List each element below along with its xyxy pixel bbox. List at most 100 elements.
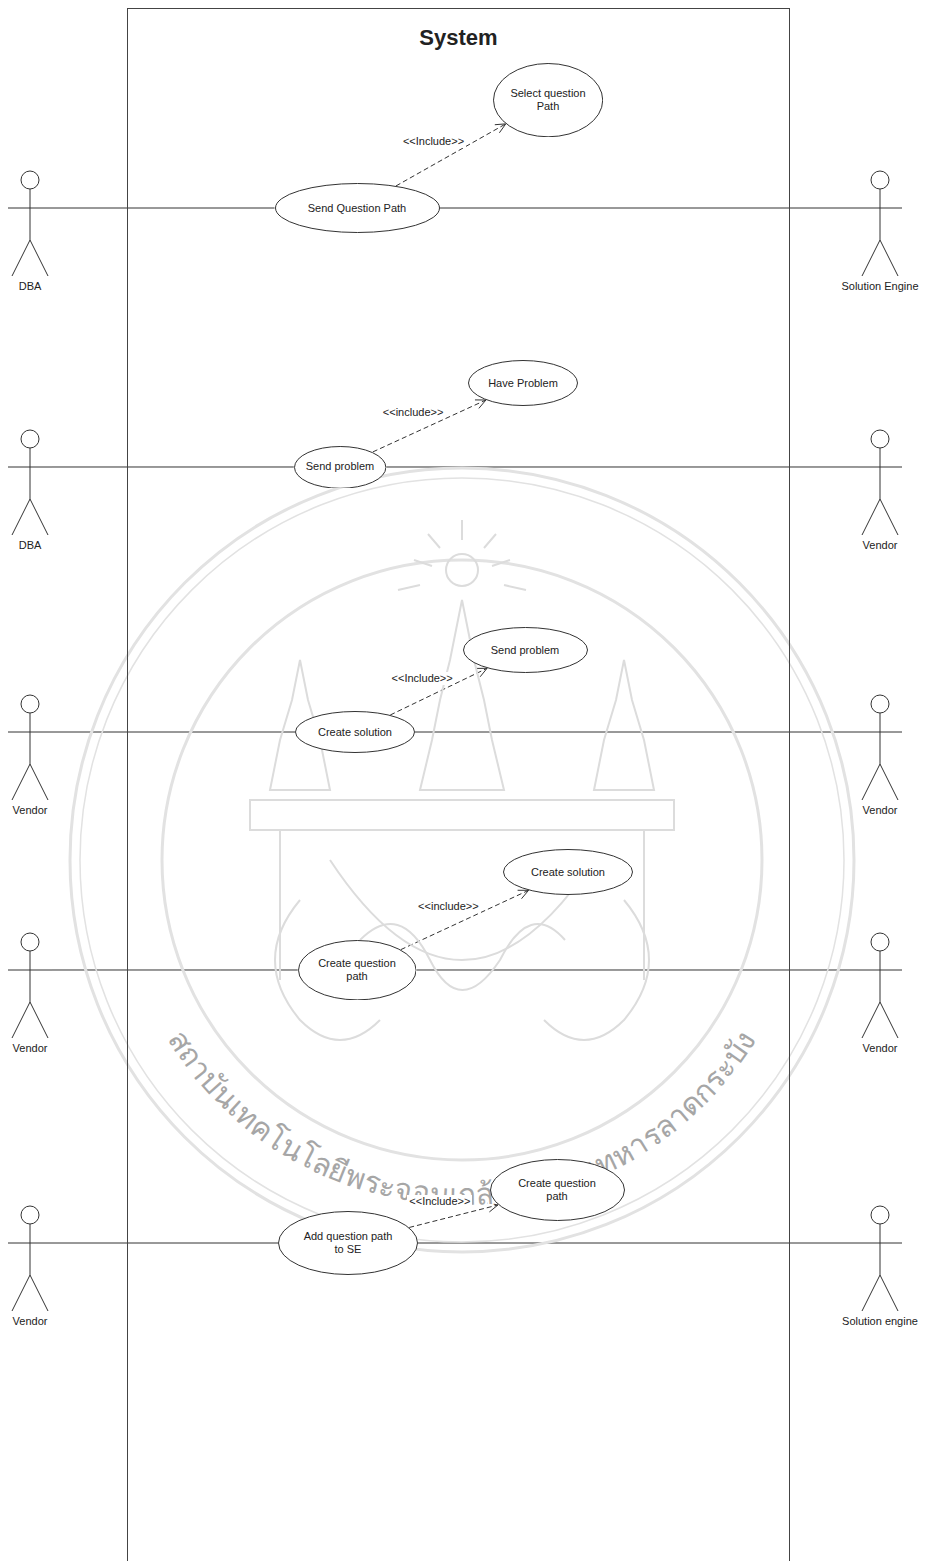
ellipse-shape (493, 63, 602, 136)
actor-head (21, 695, 39, 713)
actor-name: Solution Engine (841, 280, 918, 292)
use-case-name-group: Send Question Path (308, 202, 406, 215)
actor-head (21, 430, 39, 448)
use-case-name: Create question path (514, 1177, 600, 1203)
seal-tower (594, 660, 654, 790)
actor: Vendor (858, 692, 902, 822)
solid-line (52, 732, 295, 733)
actor-body (858, 189, 902, 276)
include-connector (396, 124, 506, 186)
actor-name: Vendor (13, 1042, 48, 1054)
seal-rings (70, 468, 854, 1252)
association-line (416, 969, 858, 970)
actor-name: DBA (19, 280, 42, 292)
actor: DBA (8, 168, 52, 298)
use-case-ellipse: Send problem (463, 627, 588, 673)
actor: Solution engine (858, 1203, 902, 1333)
seal-rays (398, 520, 526, 590)
use-case-name: Select question Path (505, 87, 591, 113)
actor-name: DBA (19, 539, 42, 551)
stereotype-label: <<include>> (381, 406, 446, 419)
actor-head (871, 430, 889, 448)
actor-figure (858, 930, 902, 1060)
ellipse-shape (294, 446, 385, 488)
use-case-name: Add question path to SE (298, 1230, 398, 1256)
solid-line (415, 732, 858, 733)
use-case-name: Send problem (491, 644, 560, 657)
stereotype-label: <<Include>> (407, 1195, 472, 1208)
ellipse-shape (504, 850, 633, 895)
actor-figure (8, 1203, 52, 1333)
actor: Solution Engine (858, 168, 902, 298)
actor-figure (8, 930, 52, 1060)
seal-emblem (250, 520, 674, 1040)
seal-tower (420, 600, 504, 790)
use-case-ellipse: Add question path to SE (278, 1211, 418, 1275)
association-line (52, 208, 275, 209)
actor-body (858, 448, 902, 535)
system-title: System (128, 25, 789, 51)
association-line (440, 208, 859, 209)
actor-head (21, 171, 39, 189)
actor-figure (858, 692, 902, 822)
actor: Vendor (8, 1203, 52, 1333)
use-case-ellipse: Have Problem (468, 360, 578, 406)
actor-body (8, 189, 52, 276)
actor-body (8, 448, 52, 535)
stereotype-label: <<include>> (416, 900, 481, 913)
use-case-name-group: Create solution (318, 726, 392, 739)
actor-body (8, 713, 52, 800)
actor-figure (8, 692, 52, 822)
use-case-name: Create question path (314, 957, 400, 983)
arrow-head (495, 124, 506, 133)
watermark-text: สถาบันเทคโนโลยีพระจอมเกล้าเจ้าคุณทหารลาด… (161, 1024, 763, 1212)
actor-figure (8, 427, 52, 557)
use-case-name: Create solution (318, 726, 392, 739)
actor-body (8, 1224, 52, 1311)
actor-head (871, 171, 889, 189)
actor: Vendor (858, 427, 902, 557)
actor-head (871, 695, 889, 713)
actor-name: Vendor (863, 1042, 898, 1054)
stereotype-label: <<Include>> (401, 135, 466, 148)
seal-sun (446, 554, 478, 586)
actor-name: Solution engine (842, 1315, 918, 1327)
actor-name: Vendor (863, 539, 898, 551)
solid-line (418, 1243, 858, 1244)
association-line (52, 466, 294, 467)
association-line (418, 1243, 858, 1244)
association-line (52, 1243, 278, 1244)
use-case-name-group: Create question path (314, 957, 400, 983)
use-case-ellipse: Create question path (490, 1159, 625, 1221)
association-line (52, 969, 298, 970)
seal-ornament (275, 900, 649, 1040)
arrow-head (518, 890, 529, 898)
actor-body (858, 1224, 902, 1311)
solid-line (52, 466, 294, 467)
dashed-line (396, 124, 506, 186)
ellipse-shape (469, 361, 578, 406)
actor-name: Vendor (13, 1315, 48, 1327)
use-case-name: Create solution (531, 866, 605, 879)
association-line (415, 732, 858, 733)
use-case-ellipse: Select question Path (493, 63, 603, 137)
solid-line (416, 969, 858, 970)
actor-body (858, 713, 902, 800)
use-case-ellipse: Send Question Path (275, 183, 440, 233)
actor-head (21, 933, 39, 951)
actor: Vendor (858, 930, 902, 1060)
use-case-name-group: Create question path (514, 1177, 600, 1203)
actor: DBA (8, 427, 52, 557)
seal-ring (80, 478, 844, 1242)
solid-line (52, 969, 298, 970)
actor-figure (858, 168, 902, 298)
actor-name: Vendor (13, 804, 48, 816)
use-case-name-group: Add question path to SE (298, 1230, 398, 1256)
ellipse-shape (490, 1160, 624, 1221)
use-case-name-group: Have Problem (488, 377, 558, 390)
ellipse-shape (463, 628, 587, 673)
use-case-name-group: Select question Path (505, 87, 591, 113)
association-line (52, 732, 295, 733)
use-case-ellipse: Create question path (298, 940, 417, 1000)
